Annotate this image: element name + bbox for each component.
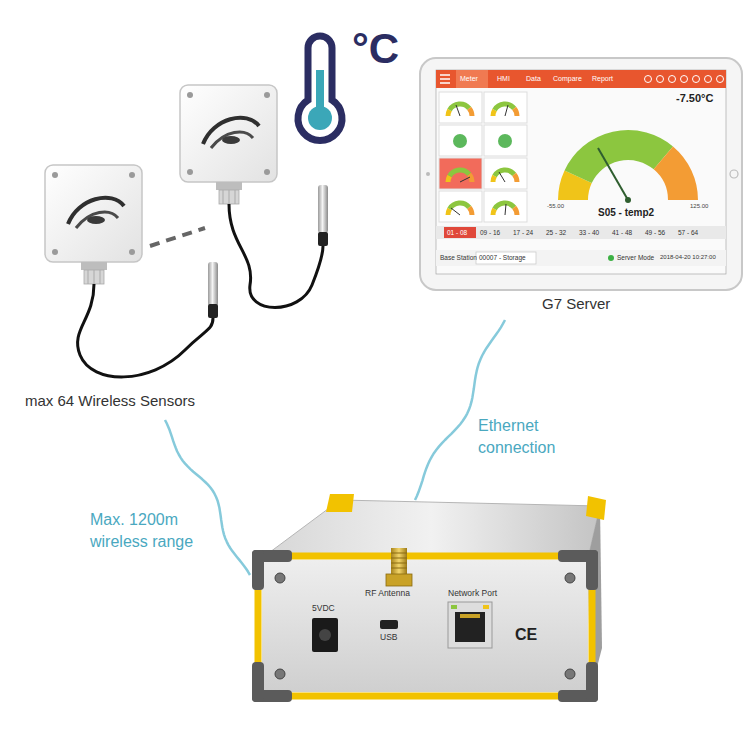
menu-tab: Report	[592, 75, 613, 83]
status-text: Base Station	[440, 254, 477, 261]
status-text: 2018-04-20 10:27:00	[660, 254, 716, 261]
caption-label: G7 Server	[542, 295, 610, 312]
port-label: 5VDC	[312, 604, 335, 614]
scale-value: 125.00	[690, 203, 708, 210]
ce-mark: CE	[515, 626, 537, 644]
status-text: 00007 - Storage	[479, 254, 526, 261]
wireless-sensors	[45, 85, 328, 377]
gauge-title: S05 - temp2	[598, 207, 654, 218]
base-station-device	[252, 494, 606, 702]
page-tab: 57 - 64	[678, 229, 698, 236]
status-text: Server Mode	[617, 254, 654, 261]
port-label: RF Antenna	[365, 589, 410, 599]
page-tab: 41 - 48	[612, 229, 632, 236]
page-tab: 25 - 32	[546, 229, 566, 236]
page-tab: 49 - 56	[645, 229, 665, 236]
unit-symbol: °C	[352, 26, 399, 72]
tablet-screen	[420, 58, 742, 290]
page-tab: 09 - 16	[480, 229, 500, 236]
port-label: Network Port	[448, 589, 497, 599]
sensor-group: max 64 Wireless Sensors	[20, 80, 300, 420]
reading-value: -7.50°C	[676, 92, 713, 104]
page-tab: 17 - 24	[513, 229, 533, 236]
connection-label: Ethernet connection	[476, 414, 590, 459]
menu-tab: Meter	[460, 75, 478, 83]
menu-tab: Compare	[553, 75, 582, 83]
thermometer-icon	[298, 36, 342, 140]
base-station: RF Antenna 5VDC USB Network PortCE	[250, 500, 600, 700]
wave-connector	[415, 320, 505, 500]
menu-tab: Data	[526, 75, 541, 83]
page-tab: 33 - 40	[579, 229, 599, 236]
page-tab: 01 - 08	[447, 229, 467, 236]
port-label: USB	[380, 633, 397, 643]
menu-tab: HMI	[497, 75, 510, 83]
connection-label: Max. 1200m wireless range	[88, 508, 212, 553]
scale-value: -55.00	[547, 203, 564, 210]
caption-label: max 64 Wireless Sensors	[25, 392, 195, 409]
